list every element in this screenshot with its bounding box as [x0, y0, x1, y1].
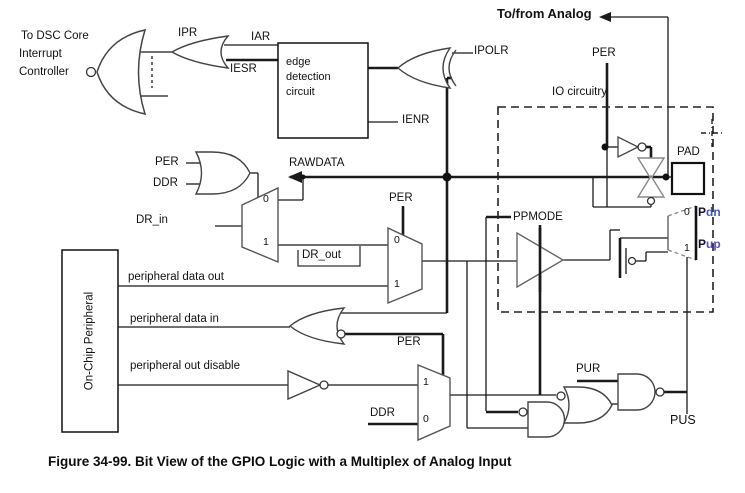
- pur-nand-gate: [617, 373, 656, 411]
- per-ddr-or-gate: [194, 151, 251, 195]
- iar-label: IAR: [251, 31, 271, 43]
- pup-label: Pup: [698, 238, 721, 252]
- ipr-or-gate: [170, 35, 230, 69]
- dr-in-mux: [241, 186, 279, 264]
- per-mid-label: PER: [389, 192, 413, 204]
- pus-label: PUS: [670, 413, 696, 427]
- per-left-label: PER: [155, 156, 179, 168]
- to-dsc-core-label-1: To DSC Core: [21, 30, 89, 42]
- on-chip-peripheral-box: [61, 249, 119, 433]
- per-mux-0: 0: [394, 234, 400, 246]
- per-output-mux: [387, 226, 423, 305]
- pull-or-gate: [562, 386, 613, 424]
- peripheral-data-out-label: peripheral data out: [128, 271, 224, 283]
- edge-detection-label: edge detection circuit: [286, 56, 331, 98]
- ipolr-label: IPOLR: [474, 45, 509, 57]
- inversion-bubbles: [85, 66, 665, 417]
- pad-boundary-mark: [701, 119, 723, 147]
- out-disable-inverter: [287, 369, 322, 401]
- ddr-left-label: DDR: [153, 177, 178, 189]
- data-in-nor-gate: [288, 307, 346, 345]
- pad-label: PAD: [677, 146, 700, 158]
- pull-mux: [667, 205, 698, 261]
- pad-box: [670, 161, 706, 196]
- dr-out-label: DR_out: [302, 249, 341, 261]
- to-dsc-core-label-2: Interrupt: [19, 48, 62, 60]
- ipr-label: IPR: [178, 27, 198, 39]
- junction-dots: [300, 143, 670, 182]
- ipolr-xor-gate: [396, 47, 452, 89]
- iesr-label: IESR: [230, 63, 257, 75]
- rawdata-arrowhead: [288, 171, 302, 183]
- io-circuitry-box: [497, 106, 714, 313]
- io-circuitry-label: IO circuitry: [552, 86, 607, 98]
- per-top-label: PER: [592, 47, 616, 59]
- analog-arrowhead: [599, 12, 611, 22]
- ddr-mux: [417, 363, 451, 442]
- ienr-label: IENR: [402, 114, 430, 126]
- ddr-mux-0: 0: [423, 413, 429, 425]
- ddr-bottom-label: DDR: [370, 407, 395, 419]
- dr-mux-0: 0: [263, 193, 269, 205]
- per-mux-1: 1: [394, 278, 400, 290]
- to-from-analog-label: To/from Analog: [497, 6, 592, 21]
- pur-label: PUR: [576, 363, 601, 375]
- edge-detection-box: [277, 42, 369, 139]
- pdn-label: Pdn: [698, 206, 721, 220]
- per-bottom-label: PER: [397, 336, 421, 348]
- ppmode-label: PPMODE: [513, 211, 563, 223]
- pdn-label-p: P: [698, 205, 707, 219]
- pup-label-rest: up: [706, 237, 721, 251]
- peripheral-data-in-label: peripheral data in: [130, 313, 219, 325]
- dr-mux-1: 1: [263, 236, 269, 248]
- xor-back-curve: [448, 49, 457, 87]
- pdn-label-rest: dn: [706, 205, 721, 219]
- per-inverter: [617, 135, 640, 159]
- pull-mux-0: 0: [684, 206, 690, 218]
- ddr-mux-1: 1: [423, 376, 429, 388]
- pull-mux-1: 1: [684, 242, 690, 254]
- pup-label-p: P: [698, 237, 707, 251]
- interrupt-or-gate: [96, 28, 147, 116]
- peripheral-out-disable-label: peripheral out disable: [130, 360, 240, 372]
- to-dsc-core-label-3: Controller: [19, 66, 69, 78]
- rawdata-label: RAWDATA: [289, 157, 345, 169]
- figure-caption: Figure 34-99. Bit View of the GPIO Logic…: [48, 454, 512, 469]
- pull-and-gate: [527, 401, 566, 438]
- dr-in-label: DR_in: [136, 214, 168, 226]
- on-chip-peripheral-label: On-Chip Peripheral: [83, 291, 96, 391]
